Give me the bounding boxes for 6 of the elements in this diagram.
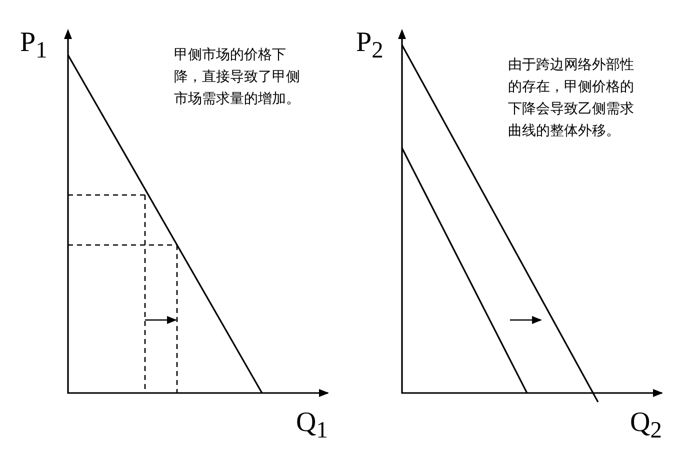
annotation-text: 甲侧市场的价格下降，直接导致了甲侧市场需求量的增加。 xyxy=(174,46,301,109)
axis-label: Q$_{1}$ xyxy=(296,408,328,446)
axis-label: P$_{1}$ xyxy=(20,28,48,66)
annotation-text: 由于跨边网络外部性的存在，甲侧价格的下降会导致乙侧需求曲线的整体外移。 xyxy=(508,56,635,141)
axis-label: P$_{2}$ xyxy=(356,28,384,66)
axis-label: Q$_{2}$ xyxy=(630,408,662,446)
